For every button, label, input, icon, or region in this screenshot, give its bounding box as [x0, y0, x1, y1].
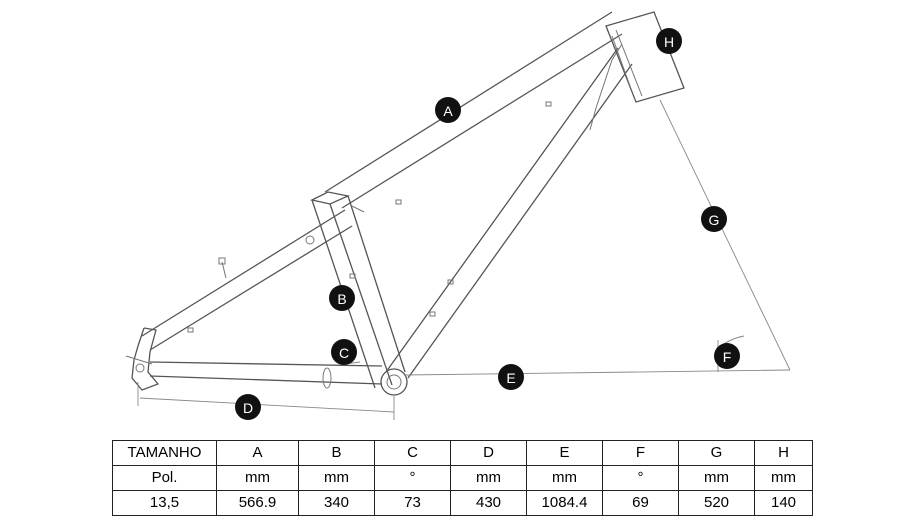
table-values-row: 13,5 566.9 340 73 430 1084.4 69 520 140 — [112, 490, 813, 516]
table-cell: B — [298, 440, 375, 466]
table-cell: TAMANHO — [112, 440, 217, 466]
chain-stay — [149, 361, 383, 389]
bike-frame-diagram: A B C D E F G H — [125, 11, 791, 420]
down-tube — [385, 43, 633, 379]
bottom-bracket — [380, 368, 408, 396]
table-cell: A — [216, 440, 299, 466]
svg-text:A: A — [443, 103, 453, 119]
table-cell: 1084.4 — [526, 490, 603, 516]
braze-ons — [187, 101, 552, 333]
svg-text:G: G — [709, 212, 720, 228]
table-cell: ° — [374, 465, 451, 491]
svg-text:C: C — [339, 345, 349, 361]
marker-c: C — [331, 339, 357, 365]
marker-b: B — [329, 285, 355, 311]
table-header-row: TAMANHO A B C D E F G H — [112, 440, 813, 466]
marker-e: E — [498, 364, 524, 390]
table-cell: 73 — [374, 490, 451, 516]
marker-g: G — [701, 206, 727, 232]
table-cell: mm — [450, 465, 527, 491]
table-cell: 140 — [754, 490, 813, 516]
geometry-spec-table: TAMANHO A B C D E F G H Pol. mm mm ° mm … — [112, 440, 813, 516]
table-cell: ° — [602, 465, 679, 491]
top-tube — [324, 11, 623, 209]
table-cell: G — [678, 440, 755, 466]
table-cell: mm — [754, 465, 813, 491]
head-tube — [605, 11, 685, 103]
table-cell: H — [754, 440, 813, 466]
geometry-lines — [137, 99, 791, 420]
svg-text:B: B — [337, 291, 346, 307]
svg-text:E: E — [506, 370, 515, 386]
marker-f: F — [714, 343, 740, 369]
table-cell: C — [374, 440, 451, 466]
seat-stay — [141, 209, 353, 351]
table-cell: 430 — [450, 490, 527, 516]
marker-h: H — [656, 28, 682, 54]
table-cell: mm — [298, 465, 375, 491]
table-cell: E — [526, 440, 603, 466]
rear-dropout — [125, 327, 160, 391]
table-cell: 566.9 — [216, 490, 299, 516]
table-cell: 340 — [298, 490, 375, 516]
table-cell: 13,5 — [112, 490, 217, 516]
table-cell: mm — [678, 465, 755, 491]
marker-d: D — [235, 394, 261, 420]
table-cell: mm — [526, 465, 603, 491]
table-cell: D — [450, 440, 527, 466]
table-cell: 69 — [602, 490, 679, 516]
table-cell: Pol. — [112, 465, 217, 491]
marker-a: A — [435, 97, 461, 123]
table-cell: mm — [216, 465, 299, 491]
svg-text:F: F — [723, 349, 732, 365]
table-cell: 520 — [678, 490, 755, 516]
svg-text:D: D — [243, 400, 253, 416]
svg-text:H: H — [664, 34, 674, 50]
table-cell: F — [602, 440, 679, 466]
table-units-row: Pol. mm mm ° mm mm ° mm mm — [112, 465, 813, 491]
